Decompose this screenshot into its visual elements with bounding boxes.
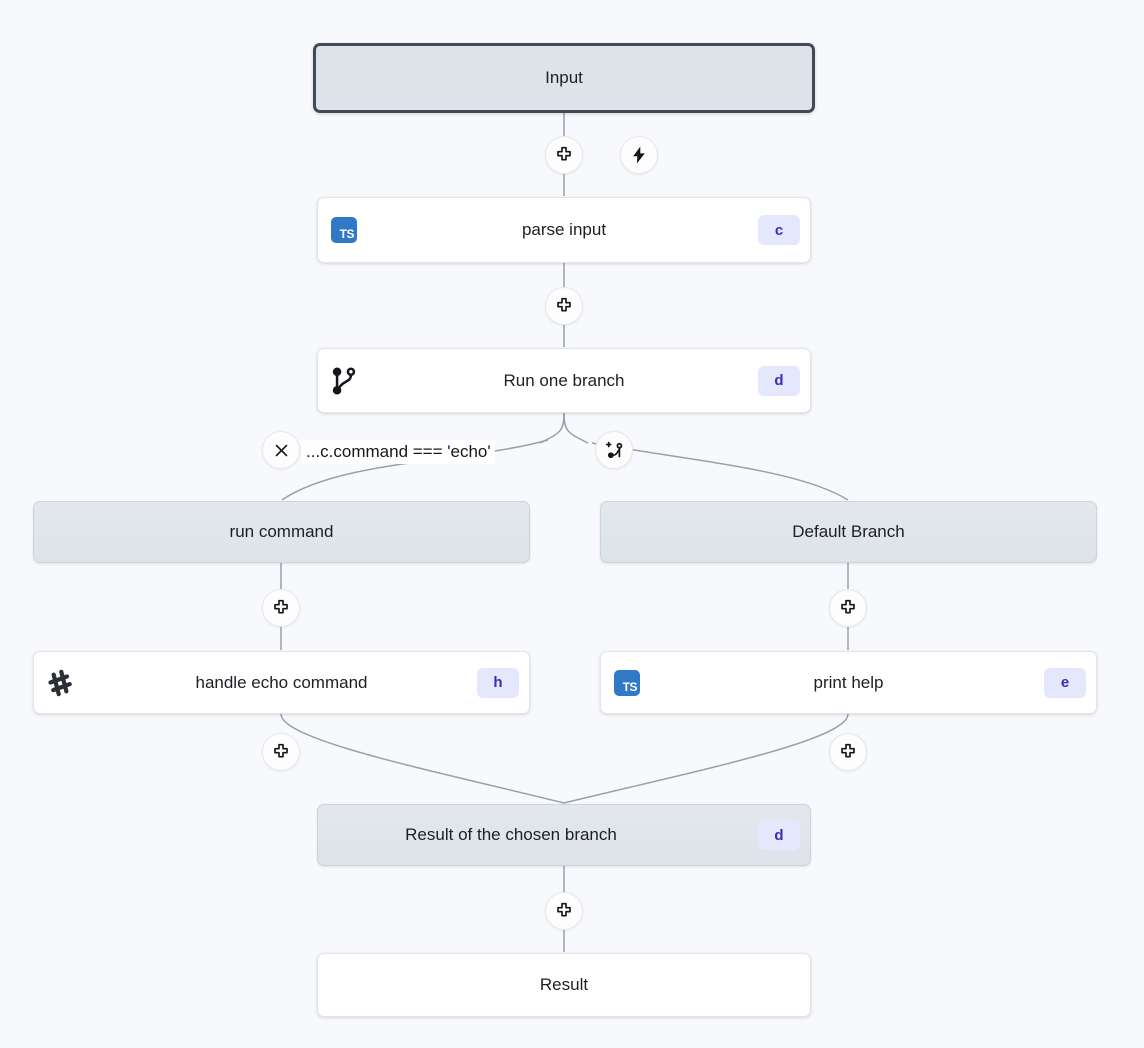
node-handle-echo-command-label: handle echo command <box>195 672 368 692</box>
node-result[interactable]: Result <box>317 953 811 1017</box>
branch-icon <box>318 366 370 396</box>
edge-printhelp-to-merge <box>563 713 849 804</box>
add-step-icon[interactable] <box>829 733 867 771</box>
node-parse-input[interactable]: TS parse input c <box>317 197 811 263</box>
add-step-icon[interactable] <box>829 589 867 627</box>
node-run-command[interactable]: run command <box>33 501 530 563</box>
edge-handle-to-merge <box>280 713 565 804</box>
node-print-help-badge[interactable]: e <box>1044 667 1086 698</box>
node-result-of-chosen-branch[interactable]: Result of the chosen branch d <box>317 804 811 866</box>
branch-condition-label[interactable]: ...c.command === 'echo' <box>302 440 495 464</box>
node-run-one-branch-label: Run one branch <box>503 370 625 390</box>
node-result-label: Result <box>539 975 589 994</box>
node-input[interactable]: Input <box>313 43 815 113</box>
node-print-help[interactable]: TS print help e <box>600 651 1097 714</box>
add-step-icon[interactable] <box>545 136 583 174</box>
node-default-branch-label: Default Branch <box>792 522 905 541</box>
edge-branch-split-stub-right <box>563 411 589 444</box>
node-run-command-label: run command <box>229 522 334 541</box>
node-handle-echo-command-badge[interactable]: h <box>477 667 519 698</box>
add-step-icon[interactable] <box>262 589 300 627</box>
node-parse-input-label: parse input <box>521 220 607 239</box>
edge-branch-split-stub-left <box>539 411 565 444</box>
add-branch-icon[interactable] <box>595 431 633 469</box>
node-handle-echo-command[interactable]: handle echo command h <box>33 651 530 714</box>
close-icon[interactable] <box>262 431 300 469</box>
bash-hash-icon <box>34 668 86 698</box>
node-run-one-branch[interactable]: Run one branch d <box>317 348 811 413</box>
node-print-help-label: print help <box>813 672 884 692</box>
add-step-icon[interactable] <box>262 733 300 771</box>
typescript-icon: TS <box>318 217 370 243</box>
add-step-icon[interactable] <box>545 287 583 325</box>
node-run-one-branch-badge[interactable]: d <box>758 365 800 396</box>
add-step-icon[interactable] <box>545 892 583 930</box>
node-result-of-chosen-branch-label: Result of the chosen branch <box>405 825 617 844</box>
typescript-icon-text: TS <box>331 217 357 243</box>
node-result-of-chosen-branch-badge[interactable]: d <box>758 820 800 850</box>
typescript-icon: TS <box>601 669 653 696</box>
node-parse-input-badge[interactable]: c <box>758 215 800 245</box>
typescript-icon-text: TS <box>614 669 640 696</box>
lightning-bolt-icon[interactable] <box>620 136 658 174</box>
node-default-branch[interactable]: Default Branch <box>600 501 1097 563</box>
node-input-label: Input <box>545 68 583 87</box>
